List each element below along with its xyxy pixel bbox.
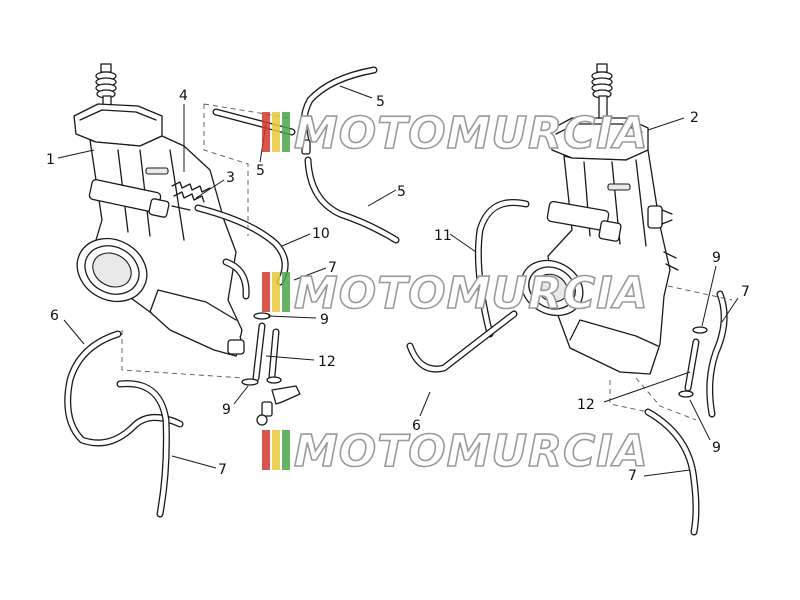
- callout-12-left: 12: [318, 354, 336, 370]
- callout-4: 4: [179, 88, 188, 104]
- right-cable-adjuster: [591, 63, 613, 121]
- right-adjust-screw: [546, 200, 673, 242]
- watermark-text: MOTOMURCIA: [294, 268, 649, 319]
- watermark-bottom: MOTOMURCIA: [262, 425, 649, 478]
- left-adjust-screw: [88, 179, 191, 218]
- hoses: [64, 66, 728, 536]
- watermark-stripe-red: [262, 112, 270, 152]
- watermark-middle: MOTOMURCIA: [262, 267, 649, 320]
- watermark-text: MOTOMURCIA: [294, 108, 649, 159]
- callout-6-left: 6: [50, 308, 59, 324]
- left-intake-bell: [76, 237, 148, 303]
- callout-6-right: 6: [412, 418, 421, 434]
- left-spring: [171, 181, 211, 203]
- callout-9-right-lower: 9: [712, 440, 721, 456]
- watermark-text: MOTOMURCIA: [294, 426, 649, 477]
- callout-5-right: 5: [397, 184, 406, 200]
- callout-5-top: 5: [376, 94, 385, 110]
- callout-1: 1: [46, 152, 55, 168]
- callout-7-bottom-left: 7: [218, 462, 227, 478]
- callout-9-left-upper: 9: [320, 312, 329, 328]
- watermark-stripe-yellow: [272, 430, 280, 470]
- watermark-stripe-green: [282, 272, 290, 312]
- callout-5-mid: 5: [256, 163, 265, 179]
- callout-7-bottom-right: 7: [628, 468, 637, 484]
- callout-labels: 1 2 3 4 5 5 5 6 6 7 7 7 7 9 9 9 9 10 11 …: [46, 88, 750, 484]
- small-fittings: [256, 385, 301, 426]
- callout-10: 10: [312, 226, 330, 242]
- watermark-top: MOTOMURCIA: [262, 107, 649, 160]
- callout-12-right: 12: [577, 397, 595, 413]
- callout-9-right-upper: 9: [712, 250, 721, 266]
- callout-11: 11: [434, 228, 452, 244]
- right-intake-bell: [520, 259, 584, 317]
- leader-lines: [57, 85, 739, 477]
- callout-9-left-lower: 9: [222, 402, 231, 418]
- callout-2: 2: [690, 110, 699, 126]
- watermark-stripe-red: [262, 272, 270, 312]
- callout-3: 3: [226, 170, 235, 186]
- left-cable-adjuster: [95, 63, 117, 109]
- callout-7-right: 7: [741, 284, 750, 300]
- callout-7-center: 7: [328, 260, 337, 276]
- left-carburetor: [73, 63, 245, 357]
- watermark-stripe-yellow: [272, 112, 280, 152]
- watermark-stripe-red: [262, 430, 270, 470]
- watermark-stripe-yellow: [272, 272, 280, 312]
- watermark-stripe-green: [282, 430, 290, 470]
- watermark-stripe-green: [282, 112, 290, 152]
- right-carburetor: [520, 63, 679, 375]
- hose-clamps: [241, 312, 708, 398]
